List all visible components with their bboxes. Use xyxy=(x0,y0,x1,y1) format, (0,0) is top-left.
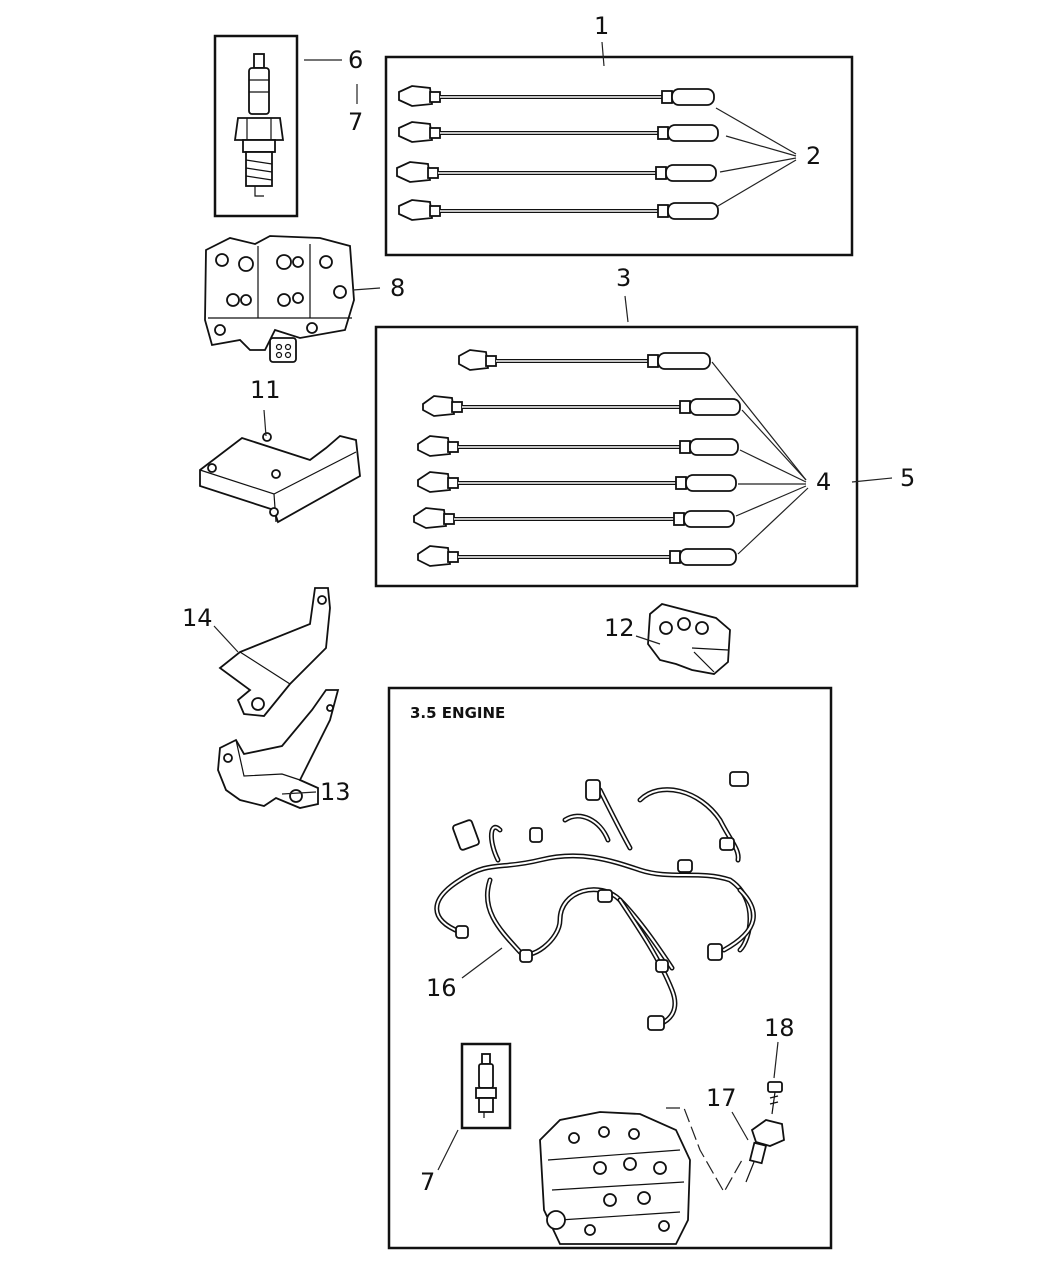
wire-1-1 xyxy=(398,85,715,107)
callouts: 1 2 3 4 5 6 7 8 11 12 13 14 16 7 17 18 xyxy=(182,12,915,1196)
wire-3-1 xyxy=(458,349,711,371)
callout-1: 1 xyxy=(594,12,609,40)
engine-3-5-box: 3.5 ENGINE xyxy=(387,686,833,1250)
engine-box-title: 3.5 ENGINE xyxy=(410,704,505,722)
callout-6: 6 xyxy=(348,46,363,74)
wire-3-4 xyxy=(417,471,737,493)
wire-3-5 xyxy=(413,507,735,529)
spark-plug-small xyxy=(460,1042,512,1130)
callout-4: 4 xyxy=(816,468,831,496)
install-path xyxy=(666,1107,743,1194)
wire-3-2 xyxy=(422,395,741,417)
ignition-coil xyxy=(745,1119,785,1183)
leader-lines xyxy=(213,41,893,1171)
callout-7-top: 7 xyxy=(348,108,363,136)
bracket-14 xyxy=(218,587,331,717)
wire-1-4 xyxy=(398,199,719,221)
callout-12: 12 xyxy=(604,614,635,642)
callout-16: 16 xyxy=(426,974,457,1002)
wire-1-3 xyxy=(396,161,717,183)
wire-3-6 xyxy=(417,545,737,567)
wire-3-3 xyxy=(417,435,739,457)
coil-bolt xyxy=(767,1081,783,1115)
callout-13: 13 xyxy=(320,778,351,806)
spark-plug-part xyxy=(213,34,299,218)
engine-block xyxy=(539,1111,691,1245)
callout-7-bottom: 7 xyxy=(420,1168,435,1196)
ignition-module-bracket xyxy=(199,432,361,524)
ignition-wire-set-1 xyxy=(384,55,854,257)
bracket-13 xyxy=(217,689,340,809)
callout-14: 14 xyxy=(182,604,213,632)
ignition-wire-set-3 xyxy=(374,325,859,588)
callout-2: 2 xyxy=(806,142,821,170)
callout-8: 8 xyxy=(390,274,405,302)
callout-17: 17 xyxy=(706,1084,737,1112)
callout-18: 18 xyxy=(764,1014,795,1042)
callout-3: 3 xyxy=(616,264,631,292)
wire-1-2 xyxy=(398,121,719,143)
ignition-coil-pack xyxy=(204,235,355,363)
callout-11: 11 xyxy=(250,376,281,404)
wiring-harness xyxy=(434,771,756,1031)
callout-5: 5 xyxy=(900,464,915,492)
wire-separator-clip xyxy=(647,603,731,675)
